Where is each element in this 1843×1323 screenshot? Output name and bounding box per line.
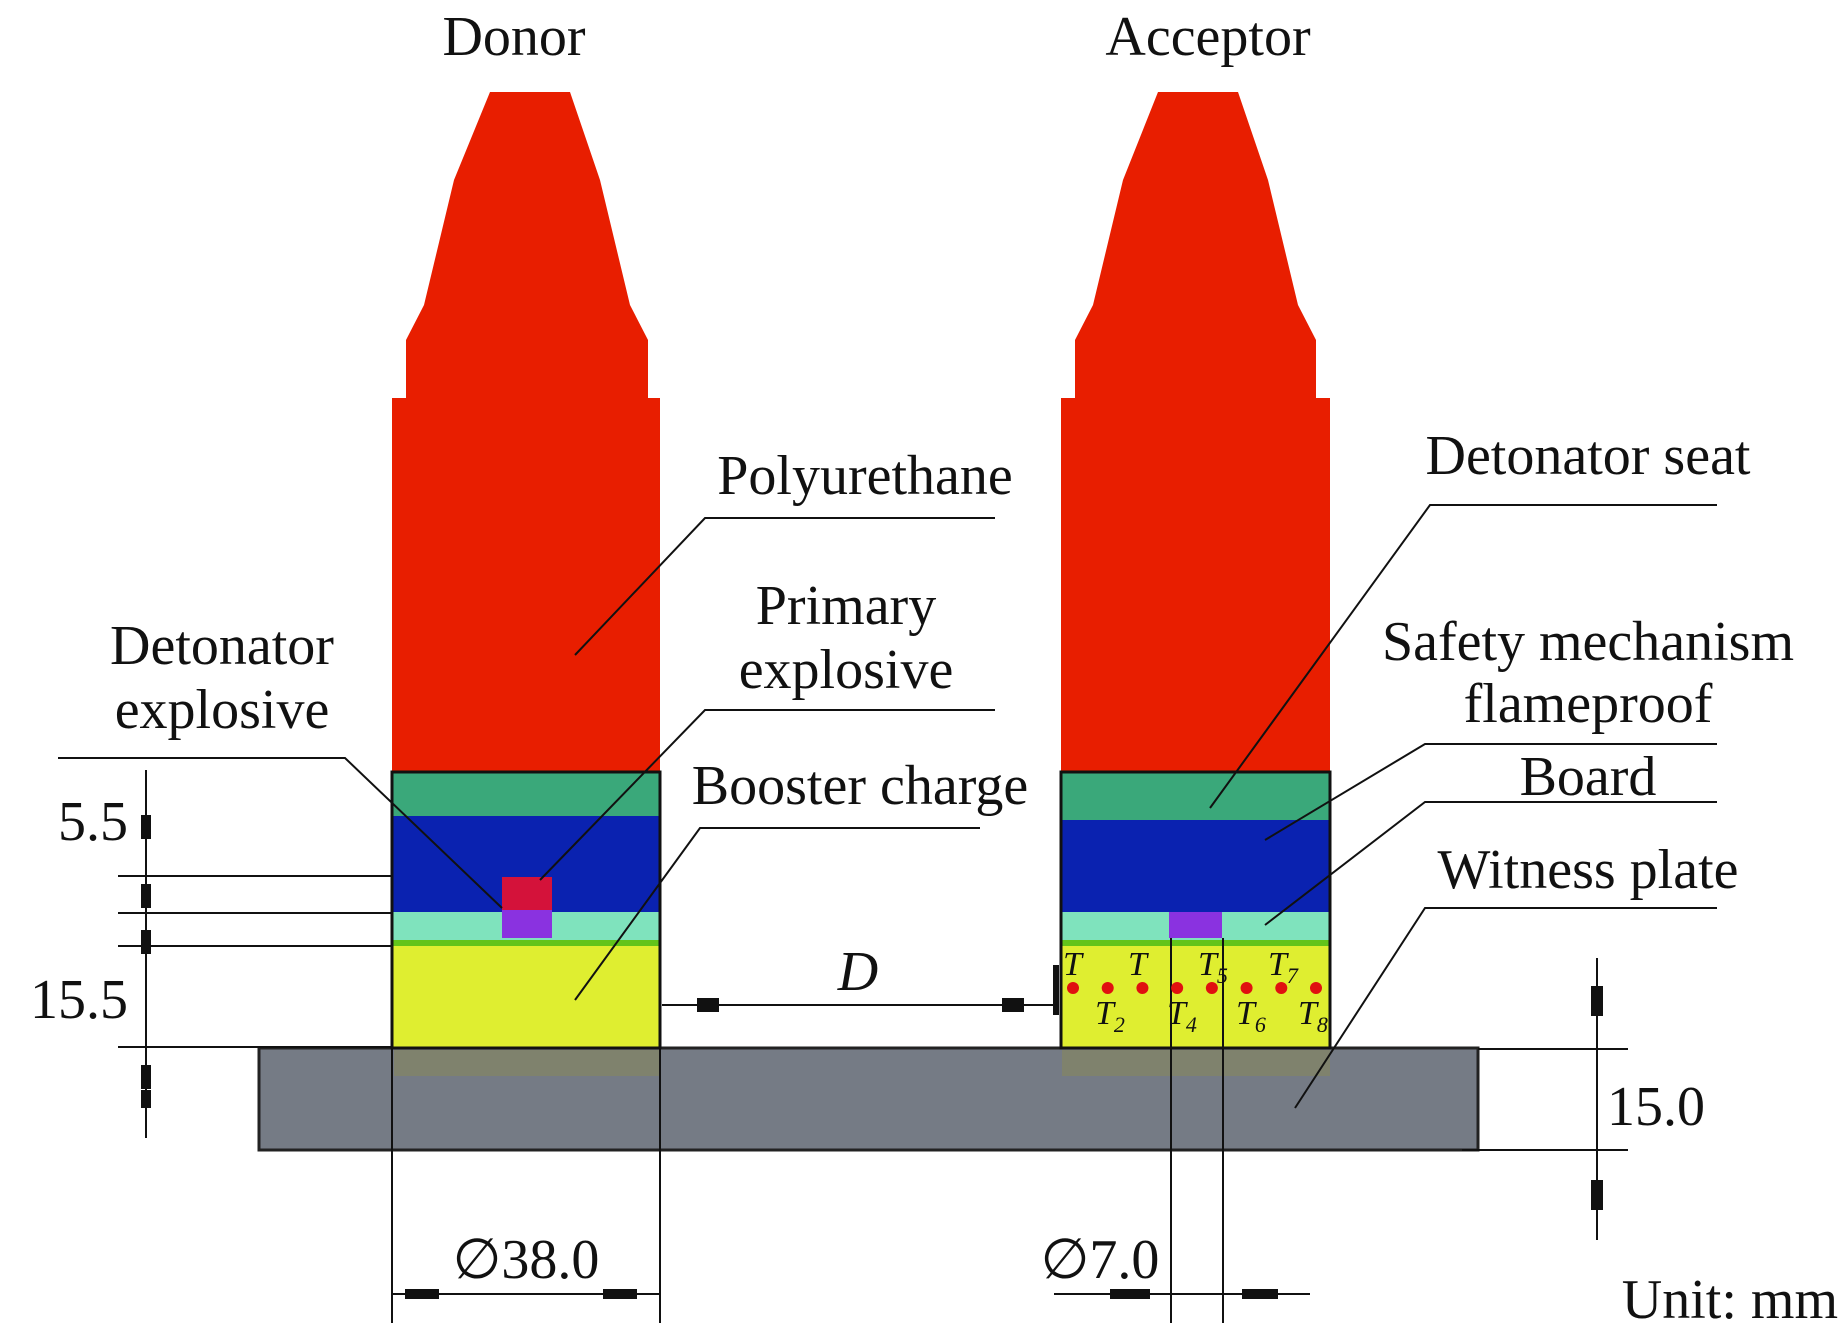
thermocouple-dot (1171, 982, 1184, 994)
gap-arrow-right (1002, 998, 1024, 1012)
label-safety-mechanism-line1: Safety mechanism (1382, 611, 1794, 673)
donor-outline (390, 770, 662, 1050)
donor-plate-interface (394, 1050, 660, 1076)
thermocouple-dots (1067, 982, 1322, 994)
donor-title: Donor (442, 6, 585, 68)
acceptor-outline (1059, 770, 1332, 1050)
thermocouple-dot (1101, 982, 1114, 994)
donor-primary-explosive (502, 910, 552, 938)
label-detonator-explosive-line1: Detonator (110, 615, 334, 677)
leader-board (1264, 801, 1717, 926)
dim-detonator-diameter: ∅7.0 (1041, 1229, 1160, 1291)
label-primary-explosive-line1: Primary (756, 575, 936, 637)
thermocouple-dot (1067, 982, 1079, 994)
left-arrow-2 (141, 884, 151, 908)
leader-primary-explosive (539, 709, 995, 881)
label-detonator-explosive-line2: explosive (115, 679, 330, 741)
donor-polyurethane (392, 92, 660, 772)
leader-detonator-explosive (58, 757, 503, 909)
donor-booster-charge (392, 946, 660, 1048)
thermocouple-label-lower: T2 (1095, 995, 1125, 1037)
acceptor-plate-interface (1062, 1050, 1330, 1076)
leader-safety-mechanism (1264, 743, 1717, 841)
label-detonator-seat: Detonator seat (1426, 425, 1751, 487)
detonator-diameter-arrow-left (1110, 1289, 1150, 1299)
dim-plate-thickness: 15.0 (1607, 1076, 1705, 1138)
leader-detonator-seat (1209, 504, 1717, 809)
plate-arrow-top (1591, 986, 1603, 1016)
left-arrow-4 (141, 1065, 151, 1089)
acceptor-booster-charge (1061, 946, 1330, 1048)
donor-detonator-seat (392, 772, 660, 816)
label-booster-charge: Booster charge (692, 755, 1028, 817)
leader-booster-charge (574, 827, 980, 1001)
acceptor-title: Acceptor (1105, 6, 1311, 68)
thermocouple-label-upper: T (1128, 946, 1149, 983)
dim-donor-diameter: ∅38.0 (453, 1229, 600, 1291)
acceptor-charge (1059, 92, 1332, 1323)
label-primary-explosive-line2: explosive (739, 639, 954, 701)
gap-arrow-left (697, 998, 719, 1012)
thermocouple-label-upper: T (1063, 946, 1084, 983)
gap-label: D (837, 941, 878, 1003)
donor-detonator-explosive (502, 877, 552, 910)
acceptor-safety-mechanism (1061, 820, 1330, 912)
acceptor-detonator-seat (1061, 772, 1330, 820)
thermocouple-dot (1205, 982, 1218, 994)
acceptor-board-edge (1061, 940, 1330, 946)
acceptor-detonator-hole (1169, 912, 1222, 938)
leader-polyurethane (574, 517, 995, 656)
thermocouple-dot (1310, 982, 1322, 994)
left-arrow-3 (141, 930, 151, 954)
donor-board-edge (392, 940, 660, 946)
gap-tick-right (1053, 965, 1059, 1015)
dim-layer-bottom: 15.5 (30, 969, 128, 1031)
label-safety-mechanism-line2: flameproof (1464, 673, 1713, 735)
detonator-diameter-arrow-right (1242, 1289, 1278, 1299)
left-arrow-1 (141, 815, 151, 839)
acceptor-polyurethane (1061, 92, 1330, 772)
thermocouple-dot (1240, 982, 1253, 994)
donor-diameter-arrow-right (603, 1289, 637, 1299)
plate-arrow-bottom (1591, 1180, 1603, 1210)
label-board: Board (1520, 746, 1657, 808)
left-arrow-5 (141, 1090, 151, 1108)
leader-witness-plate (1294, 907, 1717, 1109)
thermocouple-dot (1275, 982, 1288, 994)
dim-layer-top: 5.5 (58, 791, 128, 853)
thermocouple-dot (1136, 982, 1149, 994)
label-witness-plate: Witness plate (1438, 839, 1739, 901)
donor-diameter-arrow-left (405, 1289, 439, 1299)
donor-charge (390, 92, 662, 1050)
unit-label: Unit: mm (1622, 1269, 1838, 1323)
label-polyurethane: Polyurethane (717, 445, 1012, 507)
